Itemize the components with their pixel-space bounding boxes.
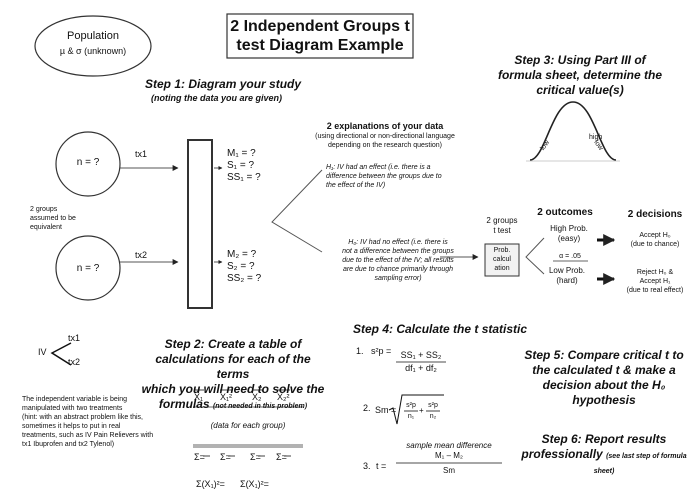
- iv-note: The independent variable is being manipu…: [22, 396, 154, 448]
- table-header-x1: X₁: [194, 392, 204, 402]
- step5-title: Step 5: Compare critical t to the calcul…: [524, 348, 684, 407]
- h0-hypothesis: H₀: IV had no effect (i.e. there is not …: [342, 239, 454, 282]
- formula-3-lhs: t =: [376, 461, 387, 471]
- title-line-2: test Diagram Example: [236, 37, 404, 54]
- curve-label-high: high: [589, 134, 603, 141]
- prob-calc-box: [484, 243, 520, 277]
- formula-3-number: 3.: [363, 461, 371, 471]
- group2-n: n = ?: [76, 263, 100, 274]
- formula-3-numerator-means: M₁ – M₂: [434, 451, 464, 460]
- step6-block: Step 6: Report results professionally (s…: [516, 432, 692, 477]
- ttest-label: 2 groups t test: [486, 216, 518, 235]
- step2-title-text: Step 2: Create a table of calculations f…: [141, 337, 325, 411]
- groups-equivalent-note: 2 groups assumed to be equivalent: [30, 206, 76, 231]
- formula-1-number: 1.: [356, 346, 364, 356]
- step1-title: Step 1: Diagram your study: [145, 77, 302, 91]
- formula-2-lhs: Sm =: [375, 405, 397, 415]
- table-sum-1: Σ=: [194, 452, 205, 462]
- table-sum-4: Σ=: [276, 452, 287, 462]
- sample-circle-2: [55, 235, 121, 301]
- decision-accept: Accept H₀ (due to chance): [630, 232, 680, 248]
- formula-3-numerator-text: sample mean difference: [406, 441, 492, 450]
- table-sq-sum-1: Σ(X₁)²=: [196, 479, 225, 489]
- step6-note: (see last step of formula sheet): [593, 453, 687, 475]
- decision-reject: Reject H₀ & Accept H₁ (due to real effec…: [626, 269, 684, 294]
- step1-subtitle: (noting the data you are given): [151, 93, 283, 103]
- group1-tx: tx1: [135, 149, 148, 159]
- group1-sd: S₁ = ?: [227, 160, 255, 171]
- population-label: Population: [67, 30, 119, 42]
- table-header-x2sq: X₂²: [277, 392, 290, 402]
- table-sum-3: Σ=: [250, 452, 261, 462]
- step2-title: Step 2: Create a table of calculations f…: [140, 322, 326, 412]
- formula-2-plus: +: [419, 406, 424, 415]
- iv-branch: [50, 342, 72, 366]
- title-line-1: 2 Independent Groups t: [230, 18, 410, 35]
- table-header-x2: X₂: [252, 392, 262, 402]
- step2-note: (not needed in this problem): [212, 403, 308, 410]
- group1-stats: M₁ = ? S₁ = ? SS₁ = ?: [227, 148, 261, 184]
- iv-label: IV: [38, 347, 47, 357]
- table-sum-2: Σ=: [220, 452, 231, 462]
- group2-tx: tx2: [135, 250, 148, 260]
- table-middle-note: (data for each group): [210, 421, 286, 430]
- table-header-x1sq: X₁²: [220, 392, 233, 402]
- formula-1-denominator: df₁ + df₂: [405, 363, 437, 373]
- formula-2-b-numerator: s²p: [428, 402, 438, 409]
- hypothesis-branch-lines: [271, 169, 323, 253]
- formula-2-a-denominator: n₁: [407, 413, 415, 420]
- group1-n: n = ?: [76, 157, 100, 168]
- formula-1-numerator: SS₁ + SS₂: [400, 350, 442, 360]
- group2-sd: S₂ = ?: [227, 261, 255, 272]
- title-box: [226, 13, 414, 59]
- decisions-title: 2 decisions: [627, 209, 683, 220]
- formula-2-a-numerator: s²p: [406, 402, 416, 409]
- group1-ss: SS₁ = ?: [227, 172, 261, 183]
- iv-tx2: tx2: [68, 357, 81, 367]
- step4-title: Step 4: Calculate the t statistic: [353, 322, 528, 336]
- h1-hypothesis: H₁: IV had an effect (i.e. there is a di…: [326, 164, 442, 189]
- formula-2-number: 2.: [363, 403, 371, 413]
- population-params: µ & σ (unknown): [59, 46, 127, 56]
- formula-2-b-denominator: n₂: [429, 413, 437, 420]
- table-sq-sum-2: Σ(X₁)²=: [240, 479, 269, 489]
- sample-circle-1: [55, 131, 121, 197]
- sqrt-sign: [388, 394, 444, 425]
- iv-tx1: tx1: [68, 333, 81, 343]
- group1-mean: M₁ = ?: [227, 148, 256, 159]
- group2-ss: SS₂ = ?: [227, 273, 262, 284]
- step3-title: Step 3: Using Part III of formula sheet,…: [497, 53, 663, 97]
- group2-mean: M₂ = ?: [227, 249, 257, 260]
- explanations-title: 2 explanations of your data: [326, 121, 444, 131]
- prob-calc-label: Prob. calcul ation: [493, 247, 511, 272]
- step6-title: Step 6: Report results professionally: [521, 432, 667, 461]
- outcome-high-prob: High Prob. (easy): [550, 224, 588, 243]
- outcomes-title: 2 outcomes: [537, 207, 593, 218]
- alpha-level: α = .05: [559, 253, 581, 260]
- group2-stats: M₂ = ? S₂ = ? SS₂ = ?: [227, 249, 261, 285]
- outcome-low-prob: Low Prob. (hard): [548, 266, 586, 285]
- treatment-box: [187, 139, 213, 309]
- population-ellipse: [34, 15, 152, 77]
- formula-3-denominator: Sm: [443, 466, 455, 475]
- normal-curve: [529, 101, 617, 161]
- page-title: 2 Independent Groups t test Diagram Exam…: [227, 17, 413, 55]
- outcome-branch-lines: [525, 237, 545, 275]
- explanations-subtitle: (using directional or non-directional la…: [315, 133, 455, 149]
- formula-1-lhs: s²p =: [371, 346, 392, 356]
